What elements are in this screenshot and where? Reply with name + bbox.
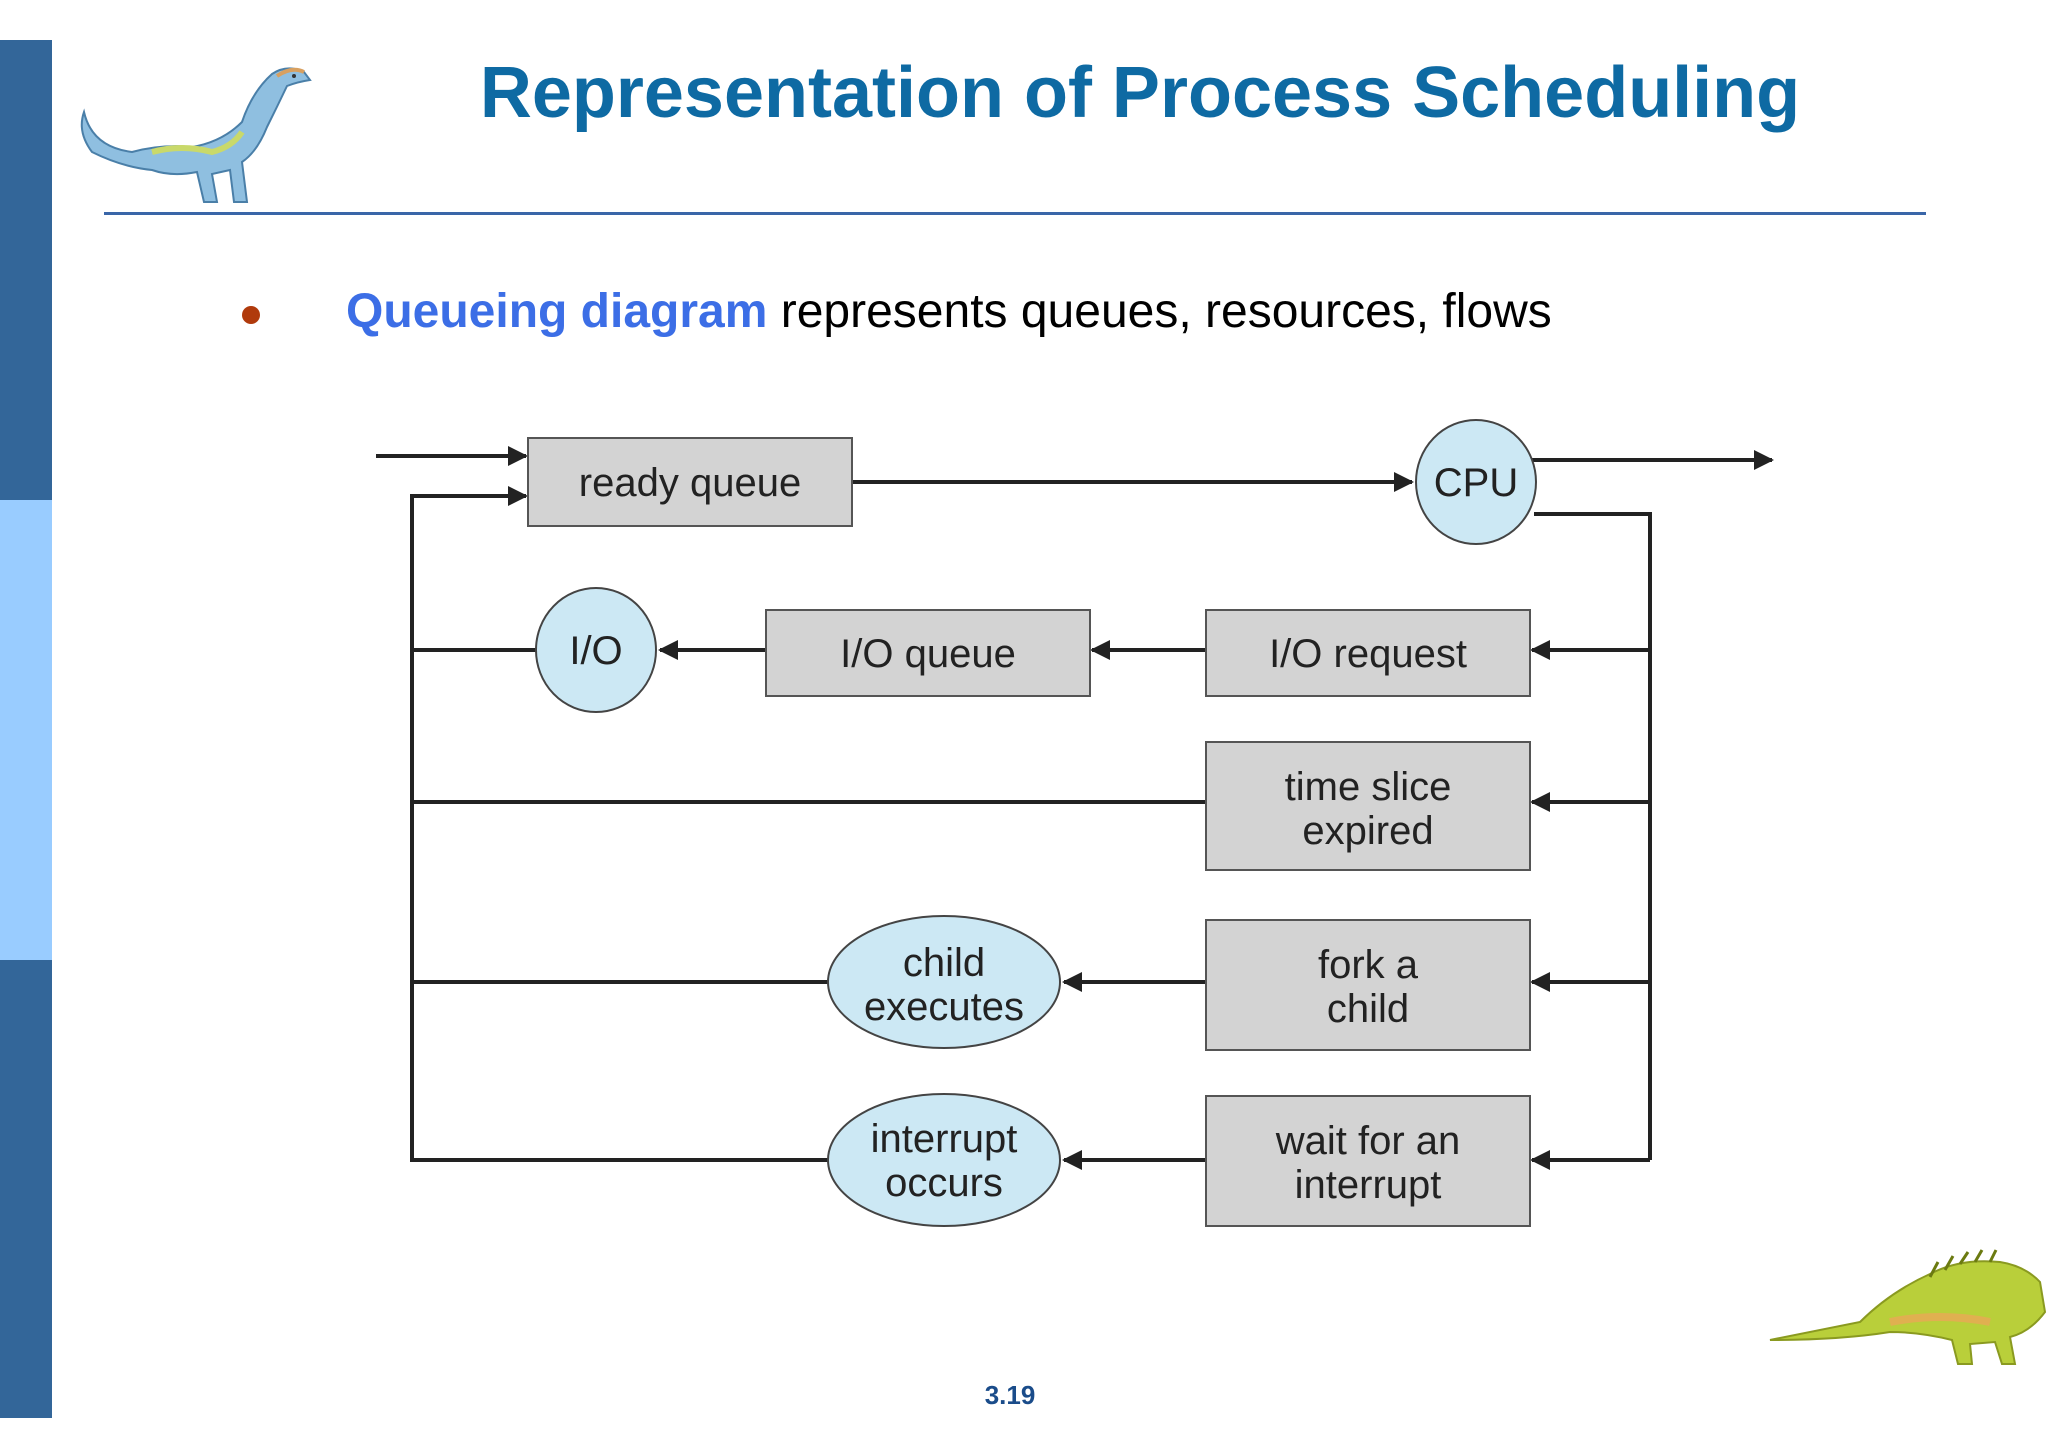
- interrupt-occurs-label-2: occurs: [885, 1161, 1003, 1205]
- wait-interrupt-label-2: interrupt: [1295, 1163, 1442, 1207]
- cpu-resource: CPU: [1415, 419, 1537, 545]
- dinosaur-corner-icon: [1769, 1249, 2047, 1365]
- cpu-label: CPU: [1434, 461, 1518, 505]
- time-slice-label-2: expired: [1302, 809, 1433, 853]
- interrupt-occurs-label-1: interrupt: [871, 1117, 1018, 1161]
- slide-title: Representation of Process Scheduling: [479, 53, 1801, 133]
- ready-queue-label: ready queue: [579, 461, 801, 505]
- cpu-to-right-rail: [1534, 512, 1652, 1160]
- child-executes-label-2: executes: [864, 985, 1024, 1029]
- bullet-body: represents queues, resources, flows: [767, 285, 1552, 338]
- io-label: I/O: [569, 629, 622, 673]
- wait-interrupt-label-1: wait for an: [1275, 1119, 1461, 1163]
- fork-child-label-1: fork a: [1318, 943, 1419, 987]
- io-queue-label: I/O queue: [840, 632, 1016, 676]
- child-executes-label-1: child: [903, 941, 985, 985]
- sidebar-band-middle: [0, 500, 52, 960]
- flow-lines: [376, 446, 1774, 1170]
- bullet-point: [242, 306, 260, 324]
- time-slice-box: time slice expired: [1205, 741, 1531, 871]
- bullet-highlight: Queueing diagram: [346, 285, 768, 338]
- io-request-box: I/O request: [1205, 609, 1531, 697]
- dinosaur-logo-icon: [80, 67, 312, 203]
- io-request-label: I/O request: [1269, 632, 1467, 676]
- ready-queue-box: ready queue: [527, 437, 853, 527]
- wait-interrupt-box: wait for an interrupt: [1205, 1095, 1531, 1227]
- sidebar-band-top: [0, 40, 52, 500]
- fork-child-box: fork a child: [1205, 919, 1531, 1051]
- io-resource: I/O: [535, 587, 657, 713]
- sidebar-band-bottom: [0, 960, 52, 1418]
- fork-child-label-2: child: [1327, 987, 1409, 1031]
- return-to-ready-arrow: [410, 486, 528, 650]
- interrupt-occurs-resource: interrupt occurs: [827, 1093, 1061, 1227]
- io-queue-box: I/O queue: [765, 609, 1091, 697]
- bullet-text: Queueing diagram represents queues, reso…: [346, 284, 1552, 339]
- title-divider: [104, 212, 1926, 215]
- time-slice-label-1: time slice: [1285, 765, 1452, 809]
- page-number: 3.19: [984, 1380, 1036, 1410]
- left-rail-return: [410, 648, 830, 1162]
- child-executes-resource: child executes: [827, 915, 1061, 1049]
